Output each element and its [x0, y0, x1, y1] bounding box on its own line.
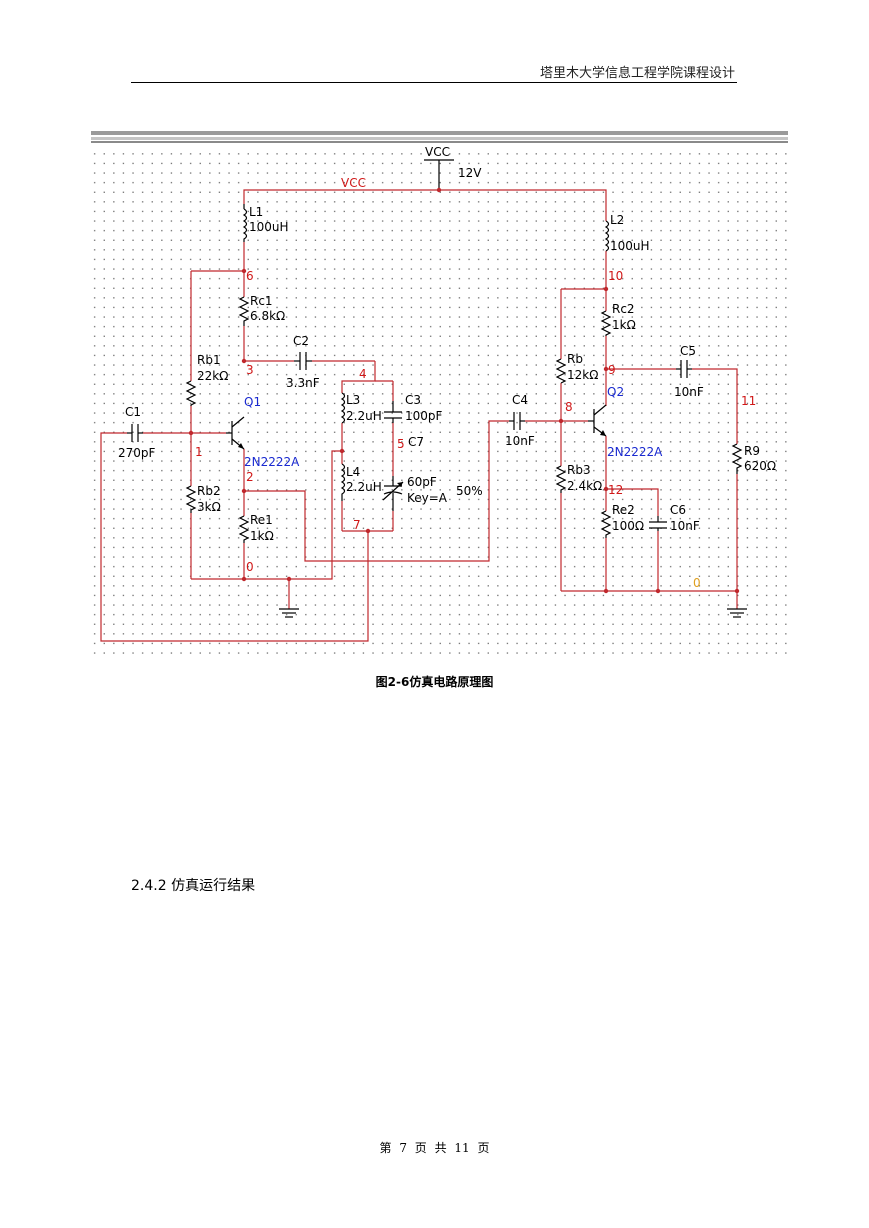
svg-text:1kΩ: 1kΩ [250, 529, 274, 543]
capacitor-c2: C2 3.3nF [286, 334, 320, 390]
resistor-r9: R9 620Ω [731, 443, 776, 474]
transistor-q2: Q2 2N2222A [588, 385, 663, 459]
svg-text:60pF: 60pF [407, 475, 437, 489]
resistor-rb1: Rb1 22kΩ [185, 353, 228, 406]
svg-text:Rb3: Rb3 [567, 463, 591, 477]
resistor-rb2: Rb2 3kΩ [185, 484, 221, 514]
capacitor-c4: C4 10nF [505, 393, 535, 448]
svg-text:1: 1 [195, 445, 203, 459]
svg-text:0: 0 [693, 576, 701, 590]
svg-text:L2: L2 [610, 213, 624, 227]
svg-text:Q1: Q1 [244, 395, 261, 409]
junction-dots [188, 187, 740, 594]
svg-text:Re1: Re1 [250, 513, 273, 527]
svg-text:10nF: 10nF [505, 434, 535, 448]
page-header: 塔里木大学信息工程学院课程设计 [131, 58, 737, 83]
svg-text:2N2222A: 2N2222A [244, 455, 300, 469]
figure-caption: 图2-6仿真电路原理图 [375, 675, 494, 689]
svg-text:2: 2 [246, 470, 254, 484]
capacitor-c6: C6 10nF [649, 503, 700, 533]
svg-text:3kΩ: 3kΩ [197, 500, 221, 514]
svg-text:Rb: Rb [567, 352, 583, 366]
capacitor-c1: C1 270pF [118, 405, 156, 460]
resistor-rc2: Rc2 1kΩ [600, 302, 636, 336]
vcc-net-label: VCC [341, 176, 366, 190]
svg-text:10nF: 10nF [674, 385, 704, 399]
svg-text:0: 0 [246, 560, 254, 574]
capacitor-c3: C3 100pF [384, 393, 443, 423]
svg-text:Rb1: Rb1 [197, 353, 221, 367]
inductor-l1: L1 100uH [242, 204, 289, 242]
svg-text:100uH: 100uH [249, 220, 289, 234]
resistor-re1: Re1 1kΩ [238, 513, 274, 543]
svg-text:270pF: 270pF [118, 446, 156, 460]
inductor-l2: L2 100uH [604, 213, 650, 253]
svg-text:3.3nF: 3.3nF [286, 376, 320, 390]
svg-text:620Ω: 620Ω [744, 459, 776, 473]
circuit-schematic: VCC 12V VCC [91, 131, 788, 654]
inductor-l3: L3 2.2uH [340, 392, 382, 424]
svg-text:C2: C2 [293, 334, 309, 348]
resistor-rc1: Rc1 6.8kΩ [238, 294, 285, 326]
capacitor-c7-variable: C7 60pF Key=A 50% [382, 435, 483, 511]
svg-text:R9: R9 [744, 444, 760, 458]
svg-text:1kΩ: 1kΩ [612, 318, 636, 332]
svg-text:8: 8 [565, 400, 573, 414]
svg-text:Rc2: Rc2 [612, 302, 635, 316]
svg-text:7: 7 [353, 518, 361, 532]
svg-text:12kΩ: 12kΩ [567, 368, 598, 382]
svg-text:3: 3 [246, 363, 254, 377]
resistor-rb: Rb 12kΩ [555, 352, 598, 384]
ground-symbol-right [727, 608, 747, 618]
svg-text:4: 4 [359, 367, 367, 381]
svg-text:10nF: 10nF [670, 519, 700, 533]
svg-text:6.8kΩ: 6.8kΩ [250, 309, 285, 323]
svg-text:L3: L3 [346, 393, 360, 407]
svg-text:12: 12 [608, 483, 623, 497]
ground-symbol-left [279, 608, 299, 618]
svg-text:C1: C1 [125, 405, 141, 419]
vcc-value: 12V [458, 166, 482, 180]
svg-text:Re2: Re2 [612, 503, 635, 517]
svg-text:5: 5 [397, 437, 405, 451]
svg-text:C7: C7 [408, 435, 424, 449]
svg-text:2.4kΩ: 2.4kΩ [567, 479, 602, 493]
page-footer: 第 7 页 共 11 页 [379, 1141, 490, 1155]
svg-text:10: 10 [608, 269, 623, 283]
svg-text:100pF: 100pF [405, 409, 443, 423]
svg-text:C4: C4 [512, 393, 528, 407]
section-heading: 2.4.2 仿真运行结果 [131, 878, 256, 894]
svg-text:C5: C5 [680, 344, 696, 358]
svg-text:2.2uH: 2.2uH [346, 409, 382, 423]
svg-text:Q2: Q2 [607, 385, 624, 399]
vcc-label: VCC [425, 145, 450, 159]
transistor-q1: Q1 2N2222A [226, 395, 300, 469]
svg-text:Rb2: Rb2 [197, 484, 221, 498]
node-labels: 6 3 1 2 0 4 5 7 10 9 8 12 11 0 [195, 269, 756, 590]
svg-text:22kΩ: 22kΩ [197, 369, 228, 383]
svg-text:100Ω: 100Ω [612, 519, 644, 533]
svg-text:C3: C3 [405, 393, 421, 407]
resistor-rb3: Rb3 2.4kΩ [555, 463, 602, 493]
svg-text:Rc1: Rc1 [250, 294, 273, 308]
svg-text:2.2uH: 2.2uH [346, 480, 382, 494]
svg-text:2N2222A: 2N2222A [607, 445, 663, 459]
capacitor-c5: C5 10nF [674, 344, 704, 399]
resistor-re2: Re2 100Ω [600, 503, 644, 538]
svg-text:11: 11 [741, 394, 756, 408]
svg-text:9: 9 [608, 363, 616, 377]
vcc-source: VCC 12V [424, 145, 482, 190]
svg-text:L4: L4 [346, 465, 360, 479]
inductor-l4: L4 2.2uH [340, 463, 382, 501]
svg-text:Key=A: Key=A [407, 491, 448, 505]
svg-text:L1: L1 [249, 205, 263, 219]
svg-text:6: 6 [246, 269, 254, 283]
svg-text:50%: 50% [456, 484, 483, 498]
svg-text:C6: C6 [670, 503, 686, 517]
svg-text:100uH: 100uH [610, 239, 650, 253]
header-title: 塔里木大学信息工程学院课程设计 [539, 66, 735, 81]
